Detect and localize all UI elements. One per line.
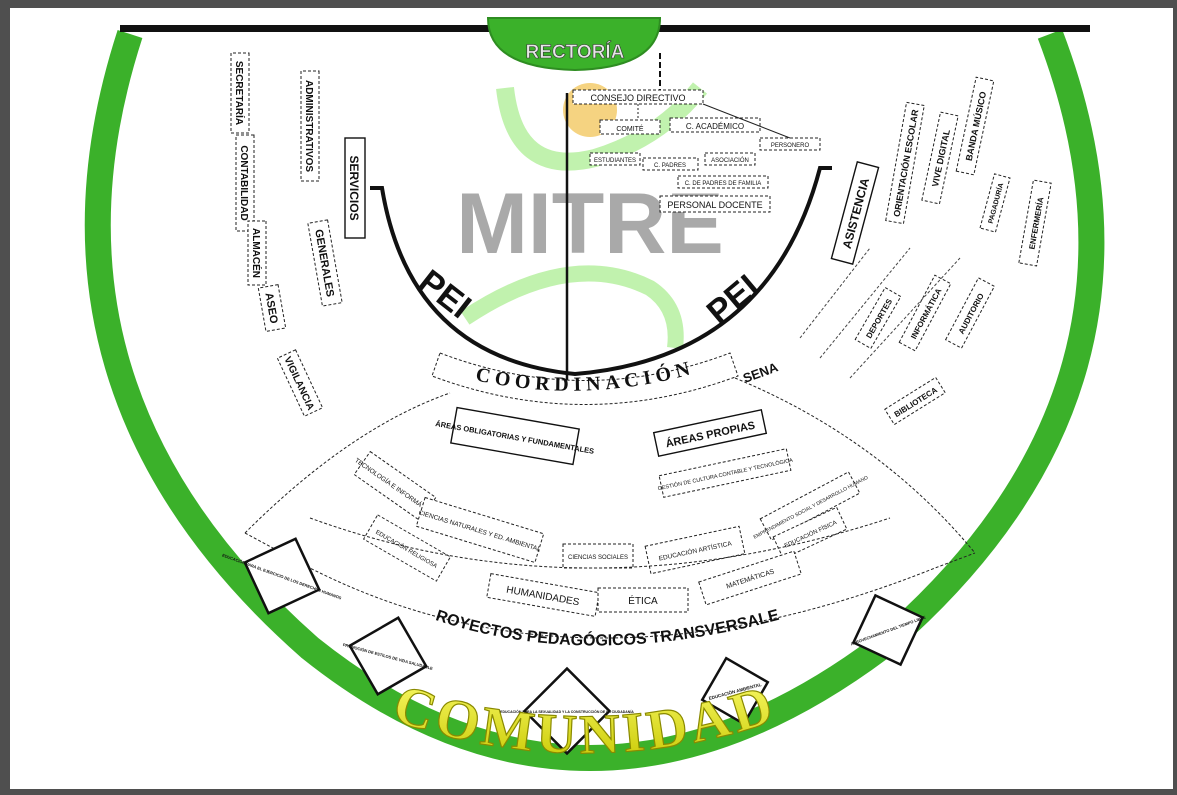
almacen-label: ALMACÉN	[250, 228, 263, 278]
inner-black-arc	[370, 166, 832, 377]
consejo-directivo-label: CONSEJO DIRECTIVO	[590, 93, 685, 103]
watermark-swoosh-bottom	[460, 265, 684, 349]
areas-inner-arc	[309, 517, 891, 569]
top-line-right	[655, 25, 1090, 32]
secretaria-label: SECRETARÍA	[233, 61, 246, 125]
comite-label: COMITÉ	[616, 124, 644, 133]
areas-outer-arc	[244, 377, 976, 639]
personal-docente-label: PERSONAL DOCENTE	[667, 200, 762, 210]
consejo-padres-label: C. DE PADRES DE FAMILIA	[685, 181, 762, 187]
contabilidad-label: CONTABILIDAD	[238, 145, 249, 220]
top-line-left	[120, 25, 505, 32]
administrativos-label: ADMINISTRATIVOS	[303, 80, 314, 172]
areas-group: ÁREAS OBLIGATORIAS Y FUNDAMENTALES ÁREAS…	[244, 377, 976, 639]
project-3-label: EDUCACIÓN PARA LA SEXUALIDAD Y LA CONSTR…	[500, 709, 634, 714]
consejo-academico-label: C. ACADÉMICO	[686, 122, 744, 131]
right-assist-group: ASISTENCIA ORIENTACIÓN ESCOLAR VIVE DIGI…	[799, 76, 1052, 426]
personero-label: PERSONERO	[771, 143, 810, 149]
servicios-label: SERVICIOS	[347, 155, 361, 220]
document-page: RECTORÍA MITRE PEI PEI CONSEJO DIRECTIVO…	[10, 8, 1173, 789]
sena-label: SENA	[741, 359, 781, 386]
rectoria-label: RECTORÍA	[526, 41, 625, 63]
outer-green-ring	[84, 29, 1105, 771]
aseo-label: ASEO	[262, 292, 279, 325]
org-chart-diagram: RECTORÍA MITRE PEI PEI CONSEJO DIRECTIVO…	[10, 8, 1105, 771]
ciencias-sociales-label: CIENCIAS SOCIALES	[568, 555, 628, 561]
etica-label: ÉTICA	[628, 594, 658, 607]
watermark-mitre: MITRE	[456, 176, 724, 272]
estudiantes-label: ESTUDIANTES	[594, 158, 636, 164]
pei-right-label: PEI	[700, 267, 766, 331]
consejo-estudiantil-label: C. PADRES	[654, 163, 686, 169]
asociacion-label: ASOCIACIÓN	[711, 157, 749, 164]
rectoria-cap	[486, 17, 662, 72]
core-council-group: CONSEJO DIRECTIVO COMITÉ C. ACADÉMICO ES…	[572, 89, 821, 213]
coordinacion-band	[431, 352, 739, 405]
left-admin-group: SECRETARÍA ADMINISTRATIVOS CONTABILIDAD …	[230, 52, 366, 417]
